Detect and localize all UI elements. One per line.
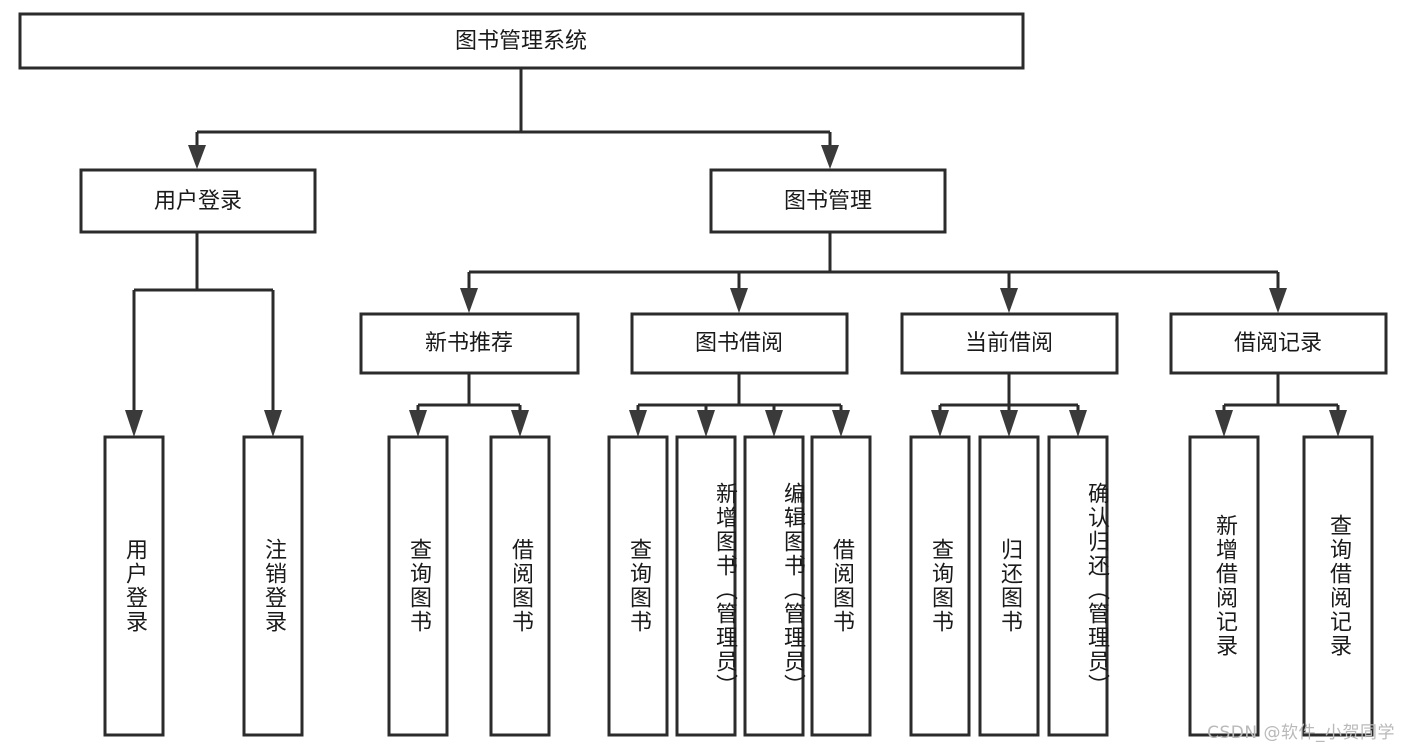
watermark-text: CSDN @软件_小贺同学 xyxy=(1207,723,1395,743)
arrowhead-user-login xyxy=(188,145,206,169)
node-leaf-borrow-book-2[interactable] xyxy=(810,435,872,737)
node-leaf-query-book-2[interactable] xyxy=(607,435,669,737)
arrowhead-current-borrow xyxy=(1000,288,1018,313)
node-root-label: 图书管理系统 xyxy=(455,29,587,54)
arrowhead-new-book-recommend xyxy=(460,288,478,313)
node-book-manage[interactable] xyxy=(709,168,947,234)
node-leaf-edit-book[interactable] xyxy=(743,435,805,737)
node-leaf-logout[interactable] xyxy=(242,435,304,737)
arrowhead-book-borrow xyxy=(730,288,748,313)
arrowhead-leaf-borrow-book-2 xyxy=(832,410,850,437)
node-leaf-confirm-return[interactable] xyxy=(1047,435,1109,737)
nodes-layer: 图书管理系统 用户登录 图书管理 新书推荐 图书借阅 当前借阅 借阅记录 xyxy=(18,12,1388,737)
node-leaf-query-record[interactable] xyxy=(1302,435,1374,737)
node-borrow-record[interactable] xyxy=(1169,312,1388,375)
arrowhead-leaf-query-book-2 xyxy=(629,410,647,437)
arrowhead-leaf-edit-book xyxy=(765,410,783,437)
node-leaf-return-book[interactable] xyxy=(978,435,1040,737)
node-leaf-query-book-3[interactable] xyxy=(909,435,971,737)
node-user-login[interactable] xyxy=(79,168,317,234)
arrowhead-leaf-user-login xyxy=(125,410,143,437)
arrowhead-leaf-query-book-1 xyxy=(409,410,427,437)
arrowhead-leaf-query-book-3 xyxy=(931,410,949,437)
arrowhead-leaf-add-record xyxy=(1215,410,1233,437)
arrowhead-leaf-confirm-return xyxy=(1069,410,1087,437)
node-leaf-user-login[interactable] xyxy=(103,435,165,737)
node-new-book-recommend[interactable] xyxy=(359,312,580,375)
arrowhead-book-manage xyxy=(821,145,839,169)
arrowhead-leaf-add-book xyxy=(697,410,715,437)
node-book-borrow[interactable] xyxy=(630,312,849,375)
arrowhead-leaf-query-record xyxy=(1329,410,1347,437)
node-new-book-recommend-label: 新书推荐 xyxy=(425,331,513,356)
node-leaf-query-book-1[interactable] xyxy=(387,435,449,737)
node-current-borrow-label: 当前借阅 xyxy=(965,331,1053,356)
node-current-borrow[interactable] xyxy=(900,312,1119,375)
node-book-borrow-label: 图书借阅 xyxy=(695,331,783,356)
arrowhead-borrow-record xyxy=(1269,288,1287,313)
arrowhead-leaf-borrow-book-1 xyxy=(511,410,529,437)
node-borrow-record-label: 借阅记录 xyxy=(1234,331,1322,356)
node-book-manage-label: 图书管理 xyxy=(784,189,872,214)
arrowhead-leaf-logout xyxy=(264,410,282,437)
node-user-login-label: 用户登录 xyxy=(154,189,242,214)
edges-layer xyxy=(125,68,1347,437)
node-leaf-add-book[interactable] xyxy=(675,435,737,737)
node-root[interactable] xyxy=(18,12,1025,70)
node-leaf-add-record[interactable] xyxy=(1188,435,1260,737)
node-leaf-borrow-book-1[interactable] xyxy=(489,435,551,737)
arrowhead-leaf-return-book xyxy=(1000,410,1018,437)
